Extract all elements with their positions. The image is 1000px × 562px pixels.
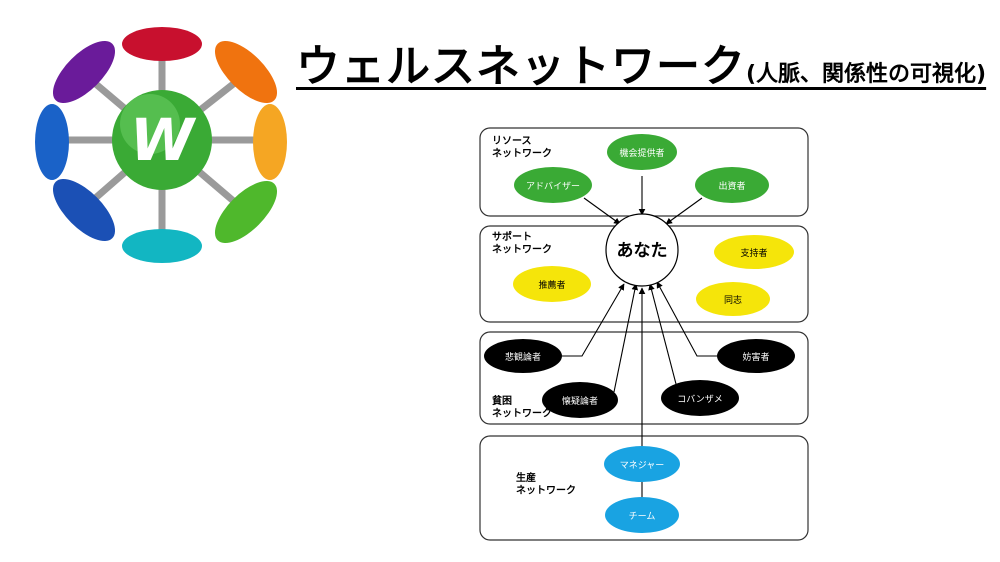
arrow-investor	[665, 197, 703, 225]
title-main: ウェルスネットワーク	[296, 41, 746, 92]
logo-bottom-left-ellipse	[52, 178, 116, 242]
section-label-poverty: 貧困ネットワーク	[492, 394, 552, 420]
node-obstructer	[717, 339, 795, 373]
node-skeptic	[542, 382, 618, 418]
logo-right-ellipse	[253, 104, 287, 180]
node-advisor-label: アドバイザー	[526, 181, 580, 192]
node-obstructer-label: 妨害者	[742, 351, 769, 363]
section-label-production: 生産ネットワーク	[516, 471, 576, 497]
section-label-support: サポートネットワーク	[492, 230, 552, 256]
node-team-label: チーム	[629, 511, 656, 522]
network-diagram: リソースネットワーク サポートネットワーク 貧困ネットワーク 生産ネットワーク …	[479, 127, 809, 541]
node-advisor	[514, 167, 592, 203]
node-comrade-label: 同志	[724, 294, 742, 306]
node-recommender	[513, 266, 591, 302]
node-investor-label: 出資者	[718, 180, 745, 192]
logo-bottom-ellipse	[122, 229, 202, 263]
node-recommender-label: 推薦者	[538, 279, 565, 291]
wealth-network-logo: W	[35, 27, 287, 263]
logo-left-ellipse	[35, 104, 69, 180]
node-manager-label: マネジャー	[620, 460, 665, 471]
node-manager	[604, 446, 680, 482]
logo-top-ellipse	[122, 27, 202, 61]
arrow-cobanzame	[648, 283, 677, 385]
arrow-obstructer	[656, 281, 717, 357]
arrow-pessimist	[562, 283, 625, 357]
logo-mark: W	[130, 106, 197, 174]
section-label-resource: リソースネットワーク	[492, 135, 552, 160]
logo-top-left-ellipse	[52, 40, 116, 104]
node-cobanzame	[661, 380, 739, 416]
node-opportunity-label: 機会提供者	[619, 147, 664, 159]
node-supporter	[714, 235, 794, 269]
node-cobanzame-label: コバンザメ	[677, 394, 722, 405]
node-supporter-label: 支持者	[740, 247, 767, 259]
production-network-box	[479, 435, 809, 541]
center-node-label: あなた	[617, 241, 668, 261]
arrow-skeptic	[613, 283, 639, 393]
arrow-advisor	[583, 197, 621, 225]
node-skeptic-label: 懐疑論者	[562, 395, 598, 407]
node-team	[605, 497, 679, 533]
page-title: ウェルスネットワーク(人脈、関係性の可視化)	[296, 30, 986, 94]
node-investor	[695, 167, 769, 203]
title-sub: (人脈、関係性の可視化)	[746, 62, 987, 87]
node-comrade	[696, 282, 770, 316]
logo-bottom-right-ellipse	[214, 180, 278, 244]
node-pessimist-label: 悲観論者	[505, 351, 541, 363]
node-opportunity	[607, 134, 677, 170]
node-pessimist	[484, 339, 562, 373]
center-node	[605, 213, 679, 287]
logo-top-right-ellipse	[214, 40, 278, 104]
